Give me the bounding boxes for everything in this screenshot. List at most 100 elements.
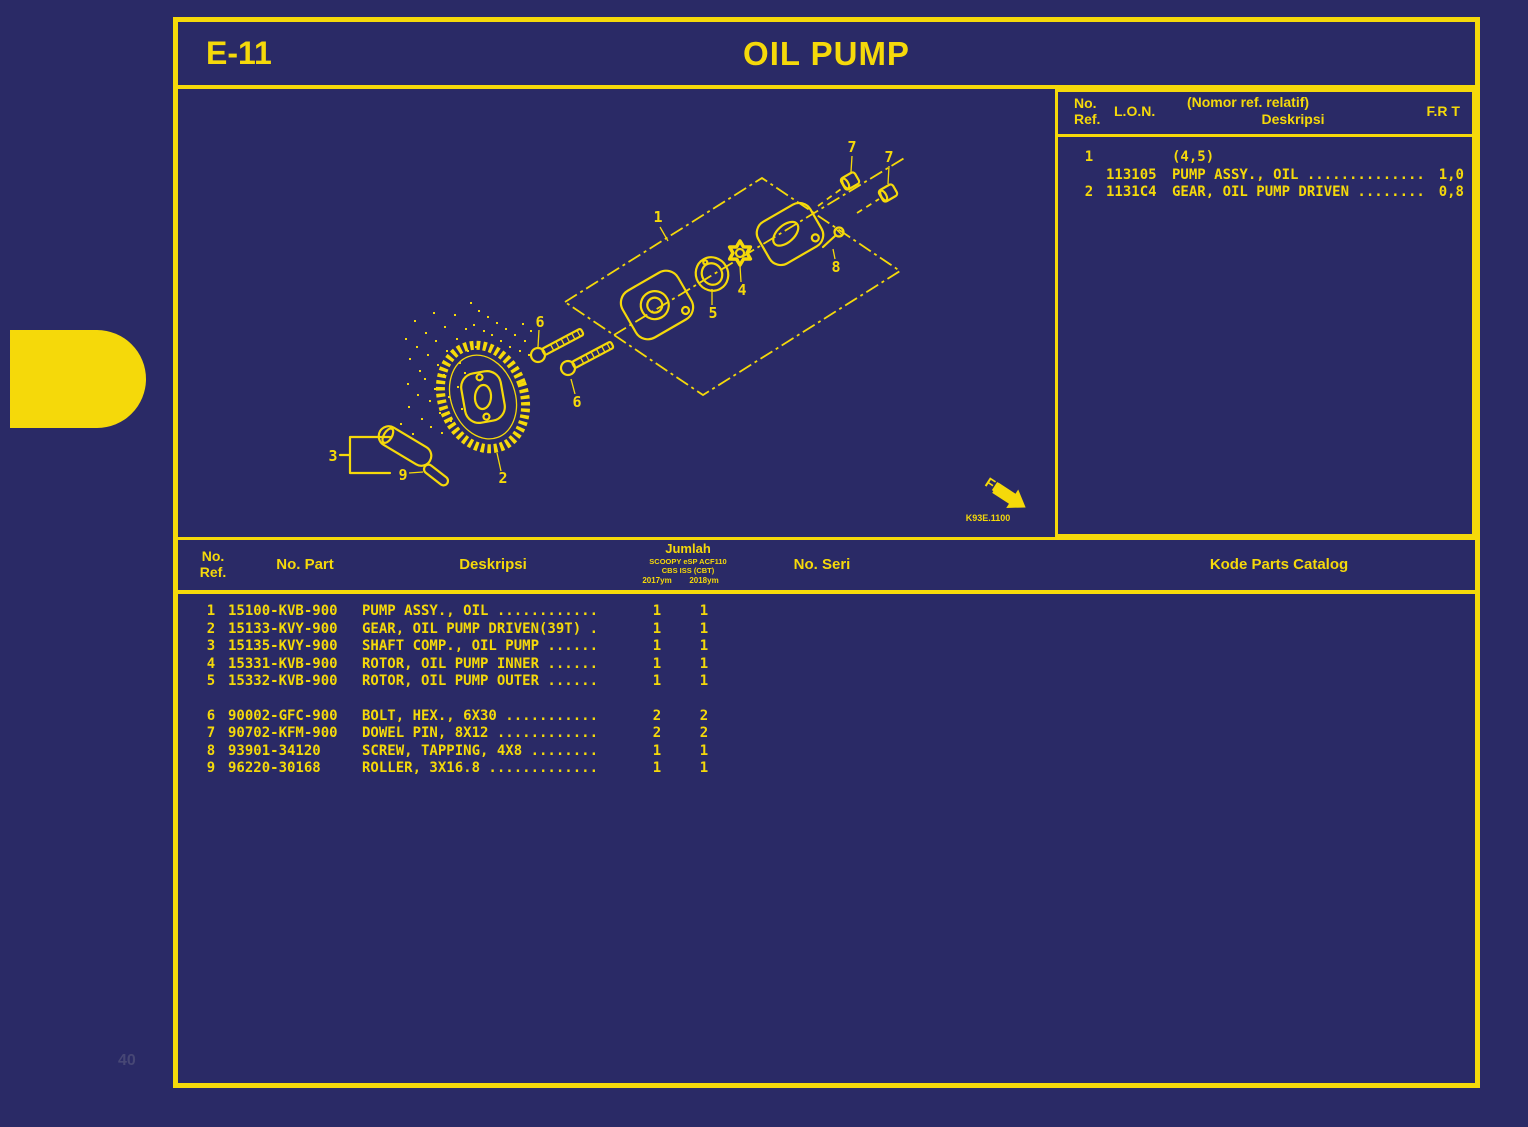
callout-5: 5: [708, 304, 717, 322]
part-ref: 1: [206, 603, 216, 619]
callout-2: 2: [498, 469, 507, 487]
part-description: BOLT, HEX., 6X30 ...........: [362, 707, 599, 724]
part-description: ROLLER, 3X16.8 .............: [362, 760, 599, 776]
col-frt: F.R T: [1426, 103, 1460, 119]
pin-axis-line: [818, 189, 841, 206]
qty-2017: 2: [652, 707, 662, 724]
lon: [1106, 149, 1172, 167]
jumlah-year-2: 2018ym: [689, 576, 719, 585]
part-ref: 8: [206, 742, 216, 759]
qty-2017: 1: [652, 620, 662, 637]
dowel-pin: [840, 171, 860, 190]
part-ref: 4: [206, 655, 216, 672]
description: GEAR, OIL PUMP DRIVEN ...........: [1172, 184, 1424, 200]
pin-axis-line: [857, 199, 879, 213]
description: (4,5): [1172, 149, 1215, 165]
col-deskripsi: Deskripsi: [459, 556, 527, 573]
callout-7: 7: [884, 148, 893, 166]
part-number: 15100-KVB-900: [228, 603, 338, 619]
col-desc-note: (Nomor ref. relatif): [1186, 94, 1310, 110]
col-kode-parts-catalog: Kode Parts Catalog: [1209, 556, 1349, 573]
table-row: 2 15133-KVY-900 GEAR, OIL PUMP DRIVEN(39…: [194, 621, 1475, 639]
pump-body: [616, 266, 698, 345]
lon: 113105: [1106, 166, 1157, 183]
qty-2018: 1: [699, 742, 709, 759]
fr-direction-arrow: FR.: [982, 474, 1026, 508]
part-description: ROTOR, OIL PUMP OUTER ......: [362, 673, 599, 689]
reference-table-body: 1 (4,5) 113105 PUMP ASSY., OIL .........…: [1058, 137, 1472, 202]
outer-rotor: [690, 251, 735, 296]
callout-6: 6: [535, 313, 544, 331]
table-row: 2 1131C4 GEAR, OIL PUMP DRIVEN .........…: [1072, 184, 1464, 202]
table-row: 113105 PUMP ASSY., OIL .................…: [1072, 167, 1464, 185]
part-ref: 7: [206, 725, 216, 741]
part-ref: 6: [206, 707, 216, 724]
part-description: GEAR, OIL PUMP DRIVEN(39T) .: [362, 620, 599, 637]
hex-bolt: [529, 325, 586, 364]
callout-7: 7: [847, 138, 856, 156]
page-header: E-11 OIL PUMP: [178, 22, 1475, 89]
callout-3: 3: [328, 447, 337, 465]
part-number: 15133-KVY-900: [228, 620, 338, 637]
pump-assy-boundary: [565, 178, 900, 395]
dowel-pin: [878, 183, 898, 202]
diagram-area: 1 7 7 8 4 5 6 6 3 9 2 FR. K93E.1100: [178, 89, 1475, 540]
qty-2018: 1: [699, 603, 709, 619]
callout-9: 9: [398, 466, 407, 484]
parts-table-header: No. Ref. No. Part Deskripsi Jumlah SCOOP…: [178, 540, 1475, 594]
lon: 1131C4: [1106, 184, 1157, 200]
part-ref: 9: [206, 760, 216, 776]
frt: 1,0: [1438, 166, 1464, 183]
qty-2017: 1: [652, 655, 662, 672]
ref-no: 2: [1084, 184, 1094, 200]
part-description: SCREW, TAPPING, 4X8 ........: [362, 742, 599, 759]
col-no-ref: No. Ref.: [199, 548, 227, 580]
jumlah-year-1: 2017ym: [642, 576, 672, 585]
diagram-code: K93E.1100: [966, 513, 1011, 523]
callout-6: 6: [572, 393, 581, 411]
section-index-tab: [10, 330, 146, 428]
qty-2018: 1: [699, 655, 709, 672]
table-row: 9 96220-30168 ROLLER, 3X16.8 ...........…: [194, 760, 1475, 778]
part-number: 96220-30168: [228, 760, 321, 776]
table-row: 6 90002-GFC-900 BOLT, HEX., 6X30 .......…: [194, 708, 1475, 726]
col-lon: L.O.N.: [1114, 103, 1156, 119]
parts-table-body: 1 15100-KVB-900 PUMP ASSY., OIL ........…: [178, 594, 1475, 778]
part-description: SHAFT COMP., OIL PUMP ......: [362, 638, 599, 654]
reference-table: No. Ref. L.O.N. (Nomor ref. relatif) Des…: [1055, 89, 1475, 537]
table-row: 5 15332-KVB-900 ROTOR, OIL PUMP OUTER ..…: [194, 673, 1475, 691]
qty-2017: 2: [652, 725, 662, 741]
reference-table-header: No. Ref. L.O.N. (Nomor ref. relatif) Des…: [1058, 92, 1472, 137]
part-ref: 3: [206, 638, 216, 654]
part-number: 15135-KVY-900: [228, 638, 338, 654]
table-row: 8 93901-34120 SCREW, TAPPING, 4X8 ......…: [194, 743, 1475, 761]
pump-cover: [752, 198, 828, 270]
table-row: 1 15100-KVB-900 PUMP ASSY., OIL ........…: [194, 603, 1475, 621]
frt: [1424, 149, 1464, 167]
part-ref: 5: [206, 673, 216, 689]
exploded-diagram: 1 7 7 8 4 5 6 6 3 9 2 FR. K93E.1100: [328, 138, 1026, 523]
part-ref: 2: [206, 620, 216, 637]
description: PUMP ASSY., OIL .................: [1172, 166, 1424, 183]
qty-2018: 1: [699, 760, 709, 776]
part-number: 93901-34120: [228, 742, 321, 759]
page-frame: E-11 OIL PUMP: [173, 17, 1480, 1088]
part-description: DOWEL PIN, 8X12 ............: [362, 725, 599, 741]
driven-gear: [426, 333, 539, 461]
qty-2017: 1: [652, 638, 662, 654]
part-number: 90002-GFC-900: [228, 707, 338, 724]
part-number: 15332-KVB-900: [228, 673, 338, 689]
qty-2018: 2: [699, 707, 709, 724]
callout-1: 1: [653, 208, 662, 226]
part-description: ROTOR, OIL PUMP INNER ......: [362, 655, 599, 672]
qty-2017: 1: [652, 760, 662, 776]
qty-2017: 1: [652, 673, 662, 689]
leader-lines: [409, 156, 889, 473]
qty-2017: 1: [652, 603, 662, 619]
qty-2018: 2: [699, 725, 709, 741]
speckle-texture: [400, 303, 532, 434]
page-title: OIL PUMP: [743, 35, 910, 72]
roller: [422, 463, 450, 487]
hex-bolt: [559, 338, 616, 377]
